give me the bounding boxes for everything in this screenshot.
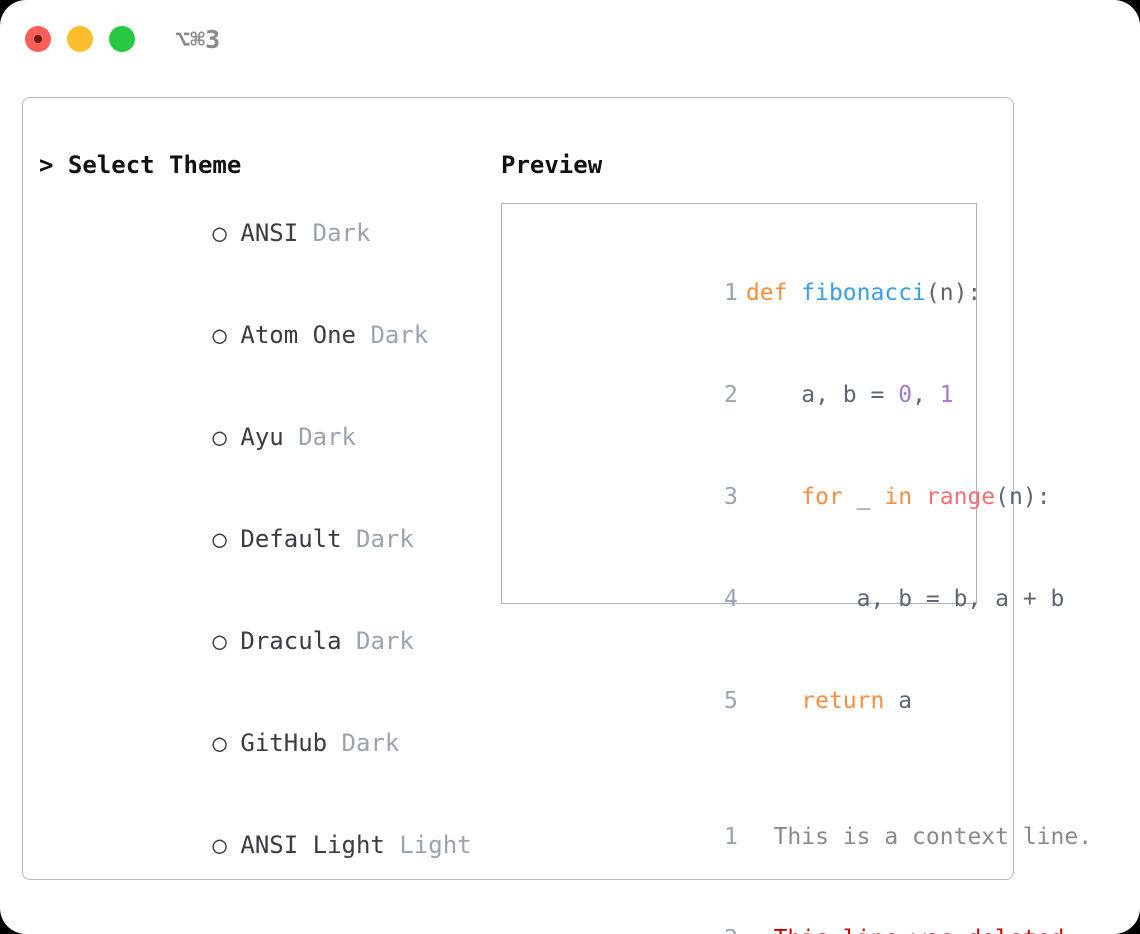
code-token: a, b = b, a + b [745,586,1065,612]
line-number: 5 [724,688,738,714]
theme-option-github[interactable]: ○ GitHub Dark [39,692,479,794]
theme-option-variant: Dark [356,627,414,655]
diff-line-context: 1 This is a context line. [520,786,1092,888]
code-token: (n): [995,484,1051,510]
preview-section-gap [520,752,976,786]
main-panel: > Select Theme ○ ANSI Dark ○ Atom One Dark… [22,97,1092,934]
zoom-button-icon[interactable] [109,26,135,52]
minimize-button-icon[interactable] [67,26,93,52]
theme-option-variant: Dark [312,219,371,247]
line-number: 2 [714,922,738,934]
theme-option-label: ANSI Light [240,831,385,859]
theme-option-ayu-light[interactable]: ●Ayu Light Light [39,896,479,934]
code-token: 0 [898,382,913,408]
diff-line-deleted: 2- This line was deleted. [520,888,1078,934]
theme-option-label: ANSI [240,219,299,247]
theme-option-label: Default [240,525,342,553]
keyboard-shortcut-label: ⌥⌘3 [175,24,221,54]
panel-columns: > Select Theme ○ ANSI Dark ○ Atom One Dark… [23,98,1092,934]
theme-option-label: Atom One [240,321,356,349]
theme-option-ayu[interactable]: ○ Ayu Dark [39,386,479,488]
code-line: 3 for _ in range(n): [520,446,1051,548]
code-token: range [925,484,996,510]
line-number: 1 [724,824,738,850]
theme-option-label: Dracula [240,627,342,655]
close-button-icon[interactable] [25,26,51,52]
theme-option-dracula[interactable]: ○ Dracula Dark [39,590,479,692]
code-token: return [801,688,885,714]
code-token: , [912,382,940,408]
theme-option-variant: Light [399,831,472,859]
theme-option-label: Ayu [240,423,284,451]
diff-sign [746,824,774,850]
radio-icon: ○ [212,525,227,553]
diff-sign: - [746,926,774,934]
code-token: in [884,484,913,510]
diff-text: This line was deleted. [774,926,1079,934]
theme-picker-column: > Select Theme ○ ANSI Dark ○ Atom One Dark… [39,148,479,934]
theme-option-atom-one[interactable]: ○ Atom One Dark [39,284,479,386]
diff-text: This is a context line. [773,824,1093,850]
line-number: 3 [724,484,738,510]
line-number: 1 [724,280,738,306]
theme-option-ansi[interactable]: ○ ANSI Dark [39,182,479,284]
code-token: 1 [939,382,954,408]
line-number: 4 [724,586,738,612]
page-title: > Select Theme [39,151,242,179]
theme-option-variant: Dark [298,423,356,451]
theme-option-variant: Dark [370,321,429,349]
preview-heading: Preview [501,151,603,179]
code-token: for [801,484,843,510]
line-number: 2 [724,382,738,408]
code-token: (n): [925,280,982,306]
traffic-light-buttons [25,26,135,52]
code-token: def [745,280,802,306]
theme-option-variant: Dark [356,525,414,553]
radio-icon: ○ [212,321,227,349]
code-token [746,688,801,714]
code-token: _ [842,484,885,510]
code-line: 1 def fibonacci(n): [520,242,981,344]
title-bar: ⌥⌘3 [0,0,1140,78]
radio-icon: ○ [212,219,227,247]
code-token: fibonacci [801,280,926,306]
theme-option-default[interactable]: ○ Default Dark [39,488,479,590]
theme-option-list: ○ ANSI Dark ○ Atom One Dark ○ Ayu Dark ○ Def… [39,182,479,934]
code-line: 4 a, b = b, a + b [520,548,1064,650]
code-line: 5 return a [520,650,976,752]
code-token [746,484,801,510]
code-line: 2 a, b = 0, 1 [520,344,976,446]
radio-icon: ○ [212,831,227,859]
theme-option-ansi-light[interactable]: ○ ANSI Light Light [39,794,479,896]
theme-option-label: GitHub [240,729,328,757]
radio-icon: ○ [212,423,227,451]
theme-option-variant: Dark [341,729,400,757]
radio-icon: ○ [212,627,227,655]
radio-selected-icon: ● [212,930,240,934]
diff-sample: 1 This is a context line. 2- This line w… [520,786,1092,934]
code-token [912,484,926,510]
code-token: a, b = [745,382,899,408]
code-token: a [884,688,913,714]
radio-icon: ○ [212,729,227,757]
